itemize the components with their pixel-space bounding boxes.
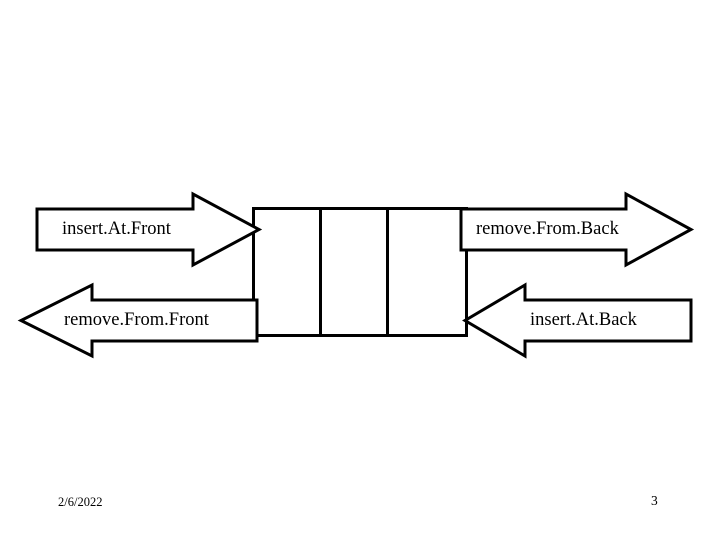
arrow-label-remove-from-front: remove.From.Front bbox=[64, 310, 209, 331]
arrow-insert-at-back: insert.At.Back bbox=[462, 282, 693, 359]
right-arrow-icon bbox=[35, 191, 263, 268]
left-arrow-icon bbox=[462, 282, 693, 359]
deque-divider-1 bbox=[319, 210, 322, 334]
arrow-insert-at-front: insert.At.Front bbox=[35, 191, 263, 268]
footer-date: 2/6/2022 bbox=[58, 495, 103, 509]
arrow-label-remove-from-back: remove.From.Back bbox=[476, 219, 619, 240]
right-arrow-icon bbox=[459, 191, 695, 268]
deque-divider-2 bbox=[386, 210, 389, 334]
footer-page-number: 3 bbox=[651, 493, 658, 508]
deque-boxes bbox=[252, 207, 468, 337]
arrow-remove-from-front: remove.From.Front bbox=[17, 282, 259, 359]
arrow-remove-from-back: remove.From.Back bbox=[459, 191, 695, 268]
left-arrow-icon bbox=[17, 282, 259, 359]
arrow-label-insert-at-back: insert.At.Back bbox=[530, 310, 637, 331]
arrow-label-insert-at-front: insert.At.Front bbox=[62, 219, 171, 240]
